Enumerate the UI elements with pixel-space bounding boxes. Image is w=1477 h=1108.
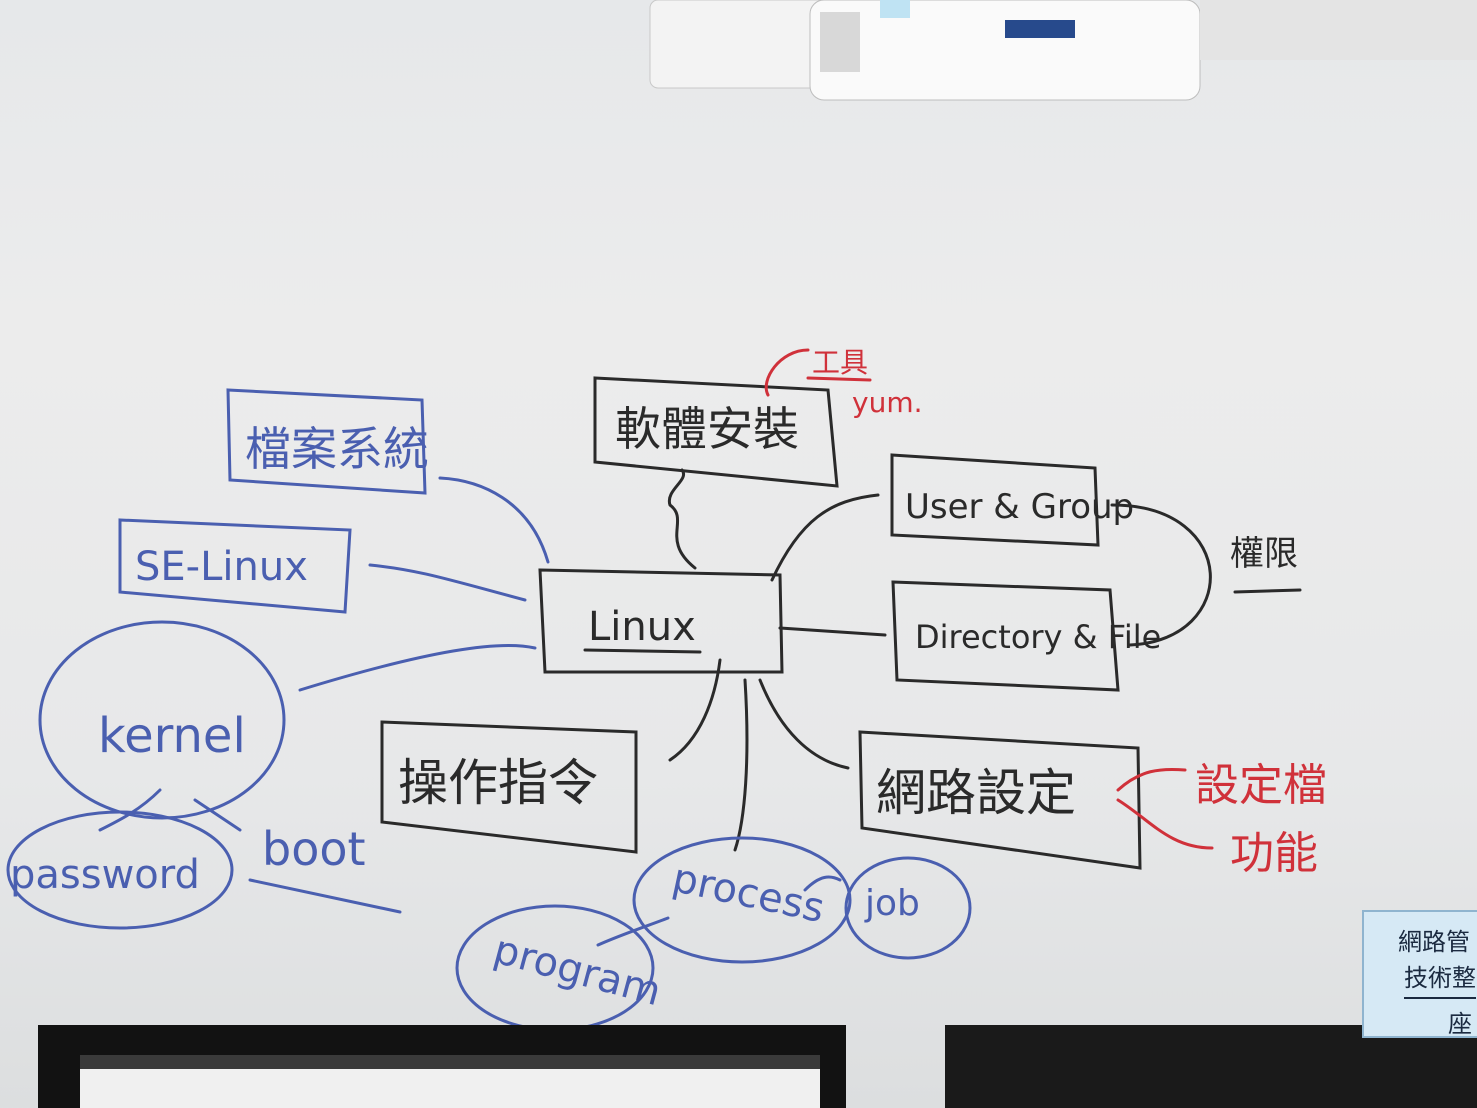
- label-directory-file: Directory & File: [915, 618, 1161, 656]
- label-selinux: SE-Linux: [135, 544, 308, 590]
- ceiling-strip: [1200, 0, 1477, 60]
- label-software: 軟體安裝: [615, 402, 799, 456]
- label-job: job: [864, 883, 920, 924]
- label-kernel: kernel: [98, 708, 246, 764]
- mindmap-labels: Linux 軟體安裝 操作指令 User & Group Directory &…: [10, 346, 1327, 1015]
- monitors: [38, 1025, 1477, 1108]
- sign-line-2: 技術整: [1404, 958, 1476, 999]
- label-boot: boot: [262, 822, 366, 876]
- label-config-file: 設定檔: [1195, 760, 1327, 811]
- label-tool: 工具: [812, 346, 868, 379]
- label-network: 網路設定: [876, 764, 1076, 822]
- mindmap-lines-red: [764, 348, 1214, 850]
- label-permission: 權限: [1230, 534, 1298, 574]
- label-center: Linux: [588, 604, 696, 650]
- label-program: program: [489, 927, 666, 1016]
- label-yum: yum.: [852, 386, 923, 419]
- mindmap-lines-blue: [6, 388, 972, 1032]
- room-sign: 網路管 技術整 座: [1362, 910, 1477, 1038]
- label-filesystem: 檔案系統: [245, 422, 429, 476]
- label-user-group: User & Group: [905, 487, 1134, 527]
- sign-line-3: 座: [1448, 1010, 1472, 1038]
- sign-line-1: 網路管: [1398, 928, 1470, 956]
- label-commands: 操作指令: [398, 754, 598, 812]
- label-process: process: [668, 855, 828, 932]
- label-function: 功能: [1230, 828, 1318, 879]
- projector: [649, 0, 1201, 101]
- label-password: password: [10, 852, 200, 898]
